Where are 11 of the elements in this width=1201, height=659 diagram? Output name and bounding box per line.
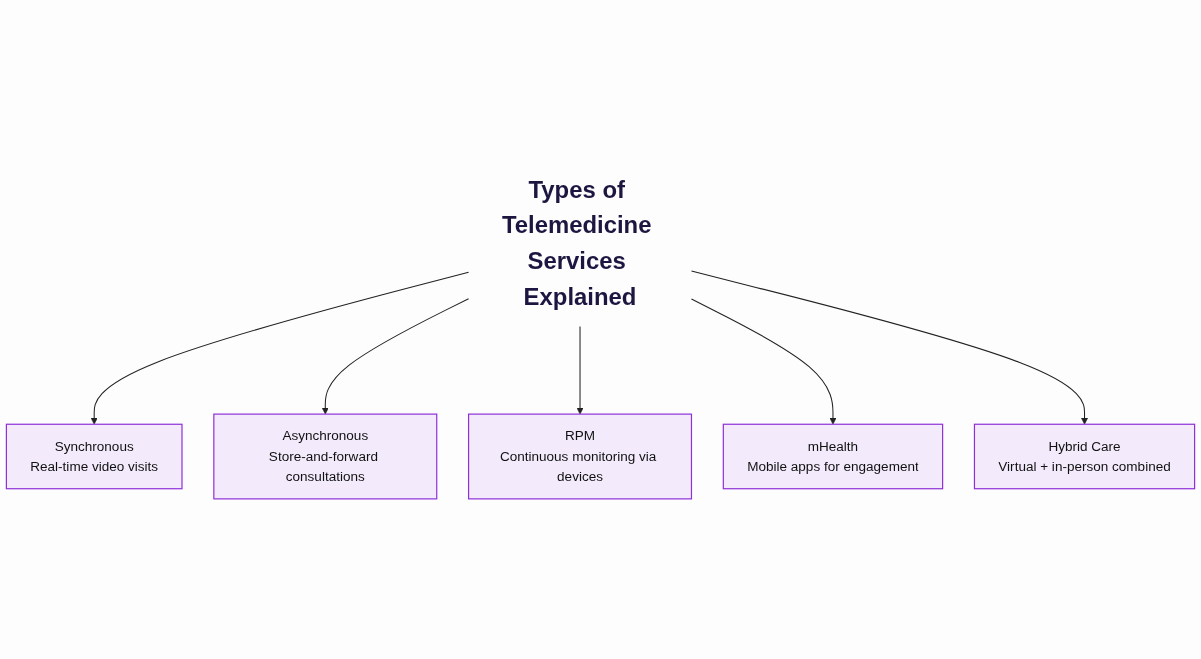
arrow: [321, 298, 470, 415]
arrow: [690, 270, 1089, 425]
node-box: RPM Continuous monitoring via devices: [468, 413, 693, 500]
node-box: Synchronous Real-time video visits: [5, 424, 183, 490]
node-box: Hybrid Care Virtual + in-person combined: [973, 424, 1196, 490]
node-box: Asynchronous Store-and-forward consultations: [213, 413, 438, 500]
arrow: [690, 298, 837, 425]
arrow: [576, 326, 584, 415]
node-text: Types of Telemedicine Services Explained: [501, 176, 652, 311]
node-box: mHealth Mobile apps for engagement: [722, 424, 944, 490]
arrow: [90, 272, 470, 425]
